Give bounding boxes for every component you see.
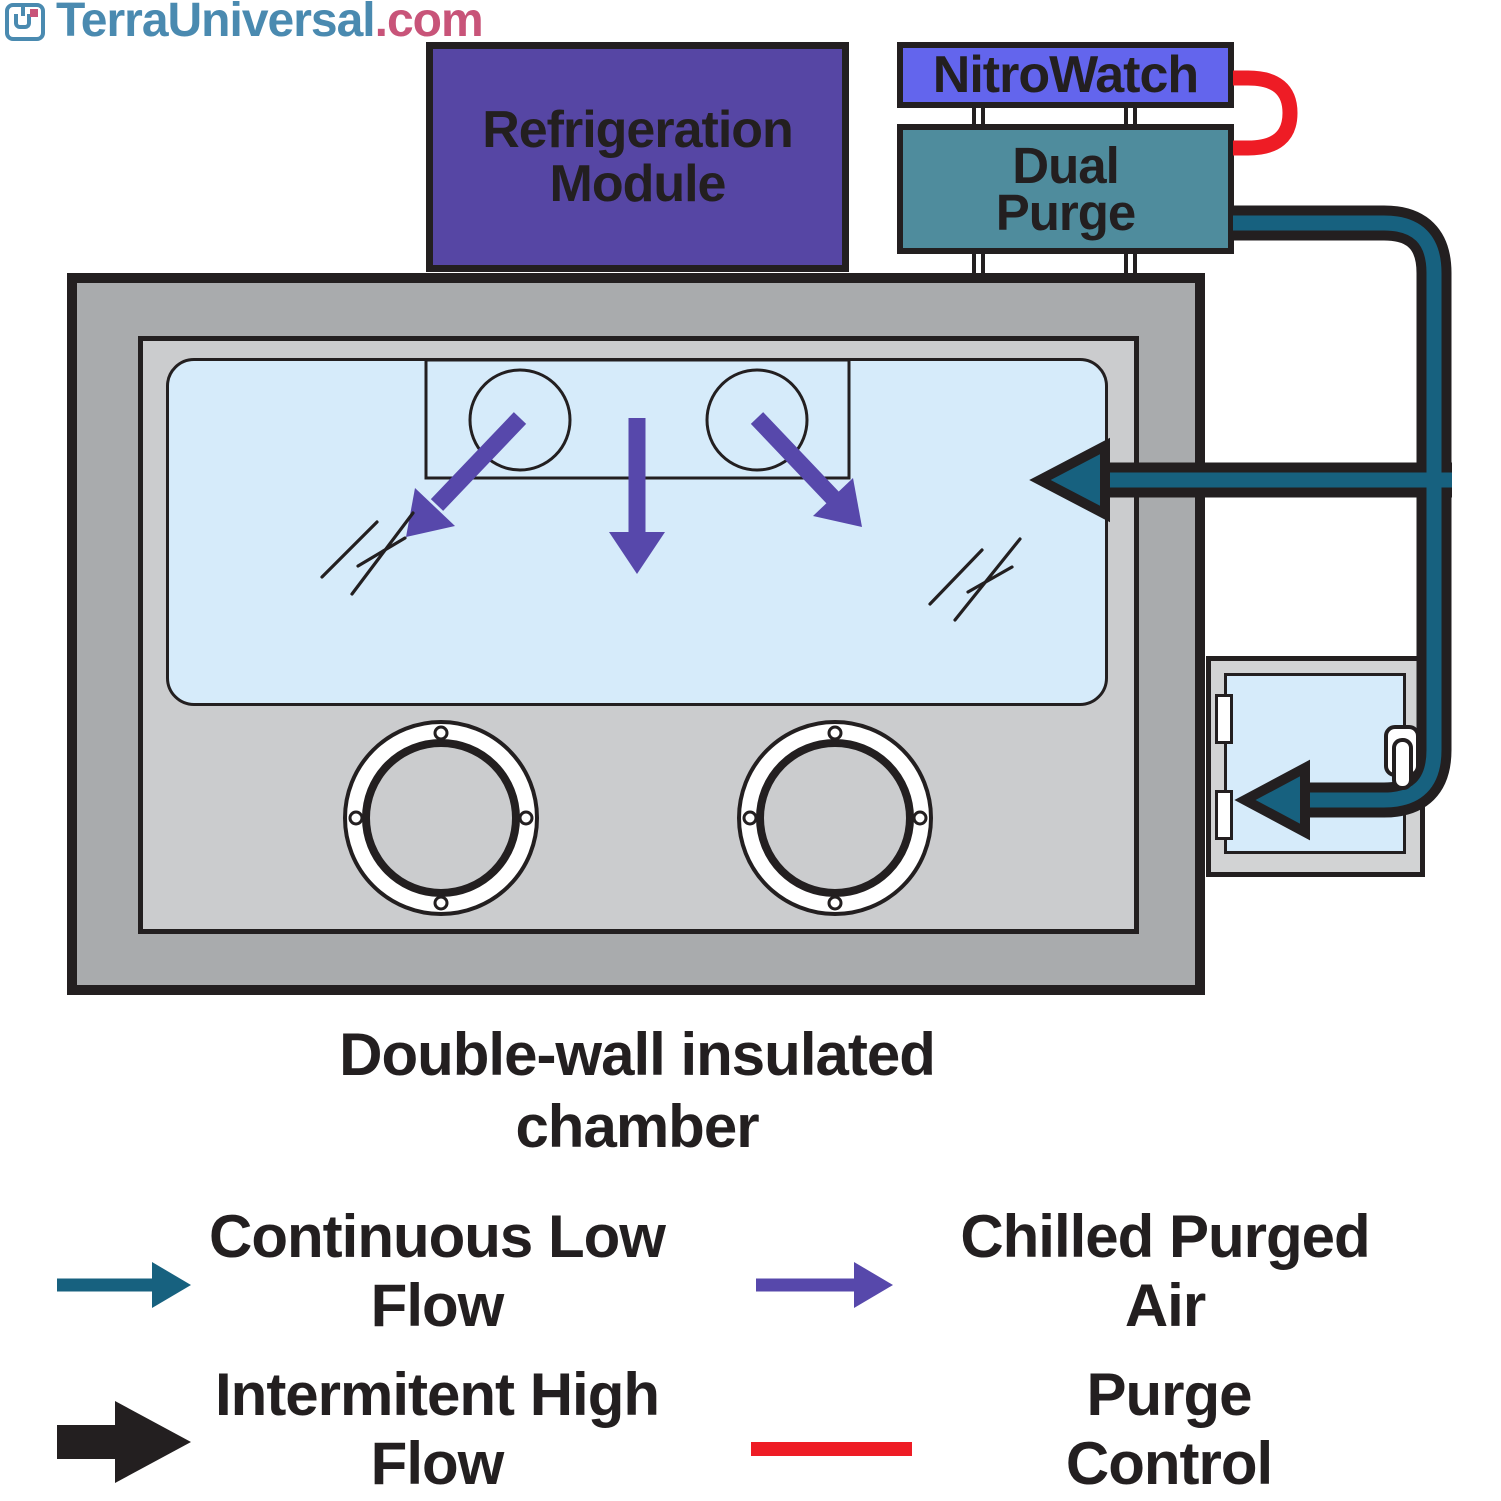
- connector-leg: [972, 248, 985, 278]
- legend-label-intermittent-high-flow: Intermitent High Flow: [215, 1361, 660, 1497]
- dual-purge-label: Purge: [995, 184, 1137, 241]
- nitrowatch-box: NitroWatch: [897, 42, 1234, 108]
- refrigeration-module-label: Module: [549, 155, 727, 213]
- connector-leg: [1124, 248, 1137, 278]
- door-hinge: [1215, 790, 1233, 840]
- logo-tld: .com: [374, 0, 484, 47]
- refrigeration-module-box: Refrigeration Module: [426, 42, 849, 272]
- refrigeration-module-label: Refrigeration: [482, 101, 794, 159]
- chamber-caption: Double-wall insulated chamber: [339, 1021, 936, 1160]
- purge-control-pipe: [1233, 70, 1298, 156]
- terra-universal-logo-icon: [5, 3, 45, 41]
- dual-purge-box: Dual Purge: [897, 124, 1234, 254]
- dual-purge-label: Dual: [1012, 137, 1120, 194]
- logo-text: TerraUniversal.com: [56, 0, 484, 47]
- legend-label-continuous-low-flow: Continuous Low Flow: [209, 1203, 666, 1339]
- chamber-window: [166, 358, 1108, 706]
- logo-brand: TerraUniversal: [56, 0, 376, 47]
- legend-label-chilled-purged-air: Chilled Purged Air: [960, 1203, 1370, 1339]
- legend-label-purge-control: Purge Control: [1065, 1361, 1273, 1497]
- door-window: [1224, 673, 1406, 854]
- door-hinge: [1215, 694, 1233, 744]
- nitrowatch-label: NitroWatch: [932, 46, 1199, 104]
